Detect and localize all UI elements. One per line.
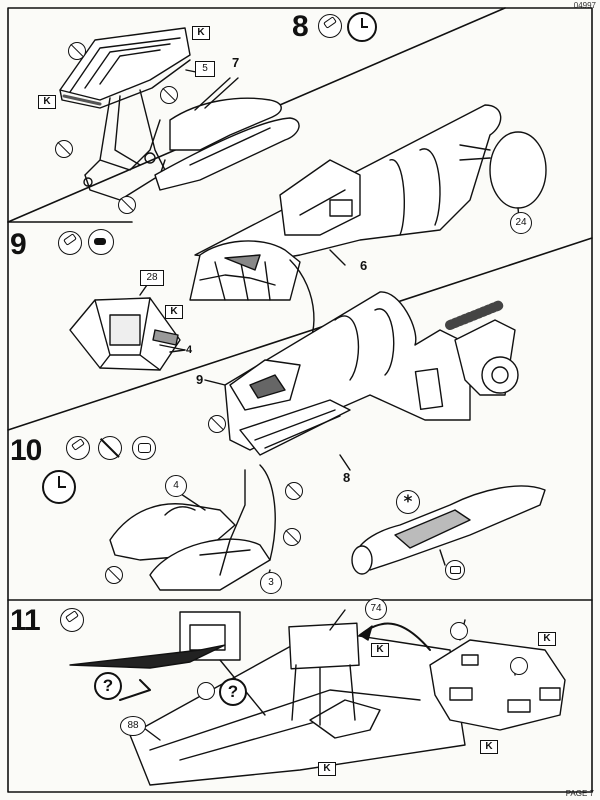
no-glue-marker [285,482,303,500]
k-marker: K [165,305,183,319]
step-11-number: 11 [10,604,41,637]
step-10-number: 10 [10,434,42,467]
k-marker: K [192,26,210,40]
decal-marker [445,560,465,580]
no-glue-marker [118,196,136,214]
glue-marker [197,682,215,700]
no-glue-marker [160,86,178,104]
part-6-label: 6 [360,258,368,273]
part-74-label: 74 [365,598,387,620]
k-marker: K [318,762,336,776]
glue-icon [318,14,342,38]
k-marker: K [38,95,56,109]
no-glue-icon [98,436,122,460]
step9-exhaust-ring [445,300,519,396]
paint-icon [88,229,114,255]
no-glue-marker [105,566,123,584]
part-9-callout: 9 [196,372,204,387]
k-marker: K [538,632,556,646]
glue-icon [66,436,90,460]
part-4-step10-label: 4 [165,475,187,497]
clock-icon [42,470,76,504]
no-glue-marker [68,42,86,60]
glue-marker [450,622,468,640]
step10-lower-assembly [109,464,276,591]
aircraft-silhouette [69,644,226,669]
part24-disc [489,131,547,209]
question-marker: ? [94,672,122,700]
page-number: PAGE 7 [565,789,594,798]
step8-fuselage-section [194,104,502,263]
no-glue-marker [208,415,226,433]
glue-icon [58,231,82,255]
part-4-step9-label: 4 [186,344,193,356]
step9-canopy-part28 [189,240,315,356]
step9-canopy-frame [69,297,186,371]
part-3-label: 3 [260,572,282,594]
divider-9-10 [7,237,593,431]
step-8-number: 8 [292,10,309,43]
part-7-label: 7 [232,55,240,70]
glue-marker [510,657,528,675]
step8-cockpit-frame [59,27,191,201]
part-88-label: 88 [120,716,146,736]
question-marker: ? [219,678,247,706]
part-8-label: 8 [343,470,351,485]
page-frame [7,7,593,793]
alternative-marker: * [396,490,420,514]
part-5-label: 5 [195,61,215,77]
decal-icon [132,436,156,460]
part-24-label: 24 [510,212,532,234]
no-glue-marker [283,528,301,546]
part-28-label: 28 [140,270,164,286]
step8-tub-part7 [154,77,300,191]
step9-fuselage [224,291,471,456]
k-marker: K [480,740,498,754]
no-glue-marker [55,140,73,158]
catalog-code: 04997 [573,1,596,10]
glue-icon [60,608,84,632]
k-marker: K [371,643,389,657]
clock-icon [347,12,377,42]
step10-exhaust-detail [351,485,546,575]
step-9-number: 9 [10,228,27,261]
